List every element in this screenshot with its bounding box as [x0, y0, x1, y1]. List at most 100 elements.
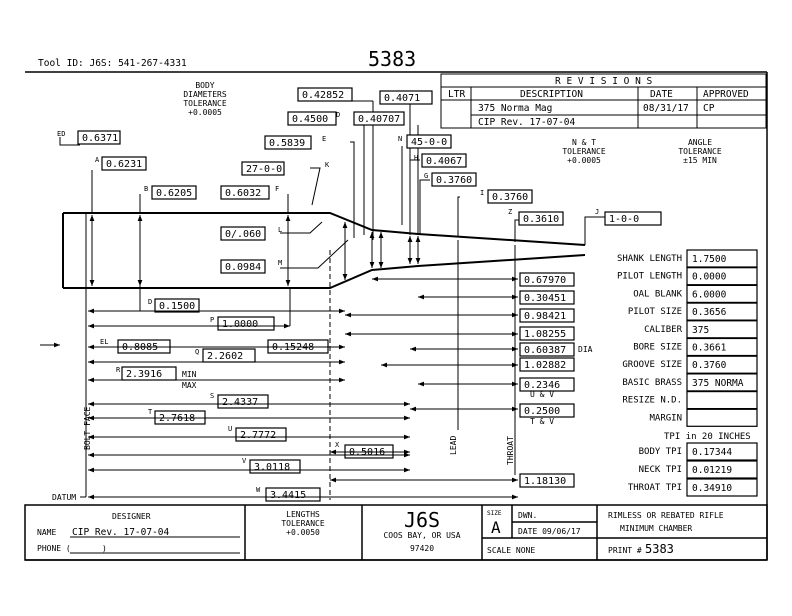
dim-letter-e: E	[322, 135, 326, 143]
dim-letter-q: Q	[195, 348, 199, 356]
dim-letter-el: EL	[100, 338, 108, 346]
dim-value-g: 0.3760	[436, 175, 472, 186]
throat-label: THROAT	[506, 436, 515, 465]
company-zip: 97420	[410, 544, 434, 553]
tpi-label: NECK TPI	[639, 465, 682, 475]
spec-label: GROOVE SIZE	[622, 360, 682, 370]
dim-value-ed: 0.6371	[82, 133, 118, 144]
dim-value-p: 1.0000	[222, 319, 258, 330]
spec-value: 0.3656	[692, 307, 727, 318]
dim-box-m	[220, 259, 266, 274]
dim-value-u: 2.7772	[240, 430, 276, 441]
dim-box-n	[406, 134, 452, 149]
svg-text:+0.0050: +0.0050	[286, 528, 320, 537]
dim-box-d	[287, 111, 337, 126]
svg-text:N & T: N & T	[572, 138, 596, 147]
dia-label: DIA	[578, 345, 593, 354]
result-value-r2: 0.30451	[524, 293, 566, 304]
tpi-heading: TPI in 20 INCHES	[664, 432, 751, 442]
spec-label: PILOT LENGTH	[617, 272, 682, 282]
svg-text:LENGTHS: LENGTHS	[286, 510, 320, 519]
tpi-label: THROAT TPI	[628, 483, 682, 493]
result-box-r8	[519, 403, 575, 418]
dim-letter-z: Z	[508, 208, 512, 216]
dim-letter-f: F	[275, 185, 279, 193]
result-value-r9: 1.18130	[524, 476, 566, 487]
dim-box-k	[241, 161, 285, 176]
dim-box-b	[151, 185, 197, 200]
svg-text:TOLERANCE: TOLERANCE	[183, 99, 227, 108]
dim-letter-t: T	[148, 408, 153, 416]
result-box-r4	[519, 326, 575, 341]
spec-label: OAL BLANK	[633, 289, 682, 299]
phone-close: )	[102, 544, 107, 553]
company-name: J6S	[404, 508, 440, 532]
dim-box-l	[220, 226, 266, 241]
spec-label: MARGIN	[649, 413, 682, 423]
svg-text:+0.0005: +0.0005	[188, 108, 222, 117]
result-box-r2	[519, 290, 575, 305]
print-number: 5383	[645, 542, 674, 556]
dim-value-a: 0.6231	[106, 159, 142, 170]
spec-label: SHANK LENGTH	[617, 254, 682, 264]
dim-letter-g: G	[424, 172, 428, 180]
dim-value-v: 3.0118	[254, 462, 290, 473]
dim-letter-dl: D	[148, 298, 152, 306]
size-value: A	[491, 518, 501, 537]
spec-value: 375	[692, 325, 709, 336]
rev-col-date: DATE	[650, 89, 673, 100]
dim-letter-l: L	[278, 226, 282, 234]
uv-label: U & V	[530, 390, 554, 399]
dim-value-d2: 0.40707	[358, 114, 400, 125]
result-box-r3	[519, 308, 575, 323]
max-label: MAX	[182, 381, 197, 390]
dim-letter-x: X	[335, 441, 340, 449]
name-value: CIP Rev. 17-07-04	[72, 527, 170, 538]
spec-value: 0.3760	[692, 360, 727, 371]
dim-letter-ed: ED	[57, 130, 65, 138]
print-number-header: 5383	[368, 47, 416, 71]
dim-letter-a: A	[95, 156, 100, 164]
company-city: COOS BAY, OR USA	[383, 531, 460, 540]
dim-letter-m: M	[278, 259, 282, 267]
dim-value-f: 0.6032	[225, 188, 261, 199]
svg-text:ANGLE: ANGLE	[688, 138, 712, 147]
lengths-tolerance: LENGTHS TOLERANCE +0.0050	[281, 510, 325, 537]
dim-value-s: 2.4337	[222, 397, 258, 408]
dim-box-e	[264, 135, 312, 150]
svg-text:TOLERANCE: TOLERANCE	[281, 519, 325, 528]
dim-value-c1: 0.42852	[302, 90, 344, 101]
svg-text:+0.0005: +0.0005	[567, 156, 601, 165]
rev-col-ltr: LTR	[448, 89, 465, 100]
svg-text:TOLERANCE: TOLERANCE	[562, 147, 606, 156]
tpi-value: 0.17344	[692, 447, 732, 458]
dim-value-w: 3.4415	[270, 490, 306, 501]
dim-letter-b: B	[144, 185, 148, 193]
nt-tolerance-note: N & T TOLERANCE +0.0005	[562, 138, 606, 165]
result-box-r5	[519, 342, 575, 357]
dim-value-d: 0.4500	[292, 114, 328, 125]
spec-label: RESIZE N.D.	[622, 396, 682, 406]
dim-box-d2	[353, 111, 405, 126]
result-value-r6: 1.02882	[524, 360, 566, 371]
spec-value: 6.0000	[692, 289, 727, 300]
dim-box-c1	[297, 87, 353, 102]
result-box-r7	[519, 377, 575, 392]
dim-value-z: 0.3610	[523, 214, 559, 225]
dim-box-ed	[77, 130, 121, 145]
chamber-outline	[62, 212, 586, 289]
diameter-arrows	[89, 215, 421, 286]
result-box-r1	[519, 272, 575, 287]
result-leaders	[330, 240, 518, 483]
result-box-r9	[519, 473, 575, 488]
dim-box-g	[431, 172, 477, 187]
designer-label: DESIGNER	[112, 512, 151, 521]
drawing-desc-2: MINIMUM CHAMBER	[620, 524, 692, 533]
result-value-r4: 1.08255	[524, 329, 566, 340]
tpi-value: 0.01219	[692, 465, 732, 476]
dim-value-r: 2.3916	[126, 369, 162, 380]
spec-label: PILOT SIZE	[628, 307, 682, 317]
dim-value-l: 0/.060	[225, 229, 261, 240]
